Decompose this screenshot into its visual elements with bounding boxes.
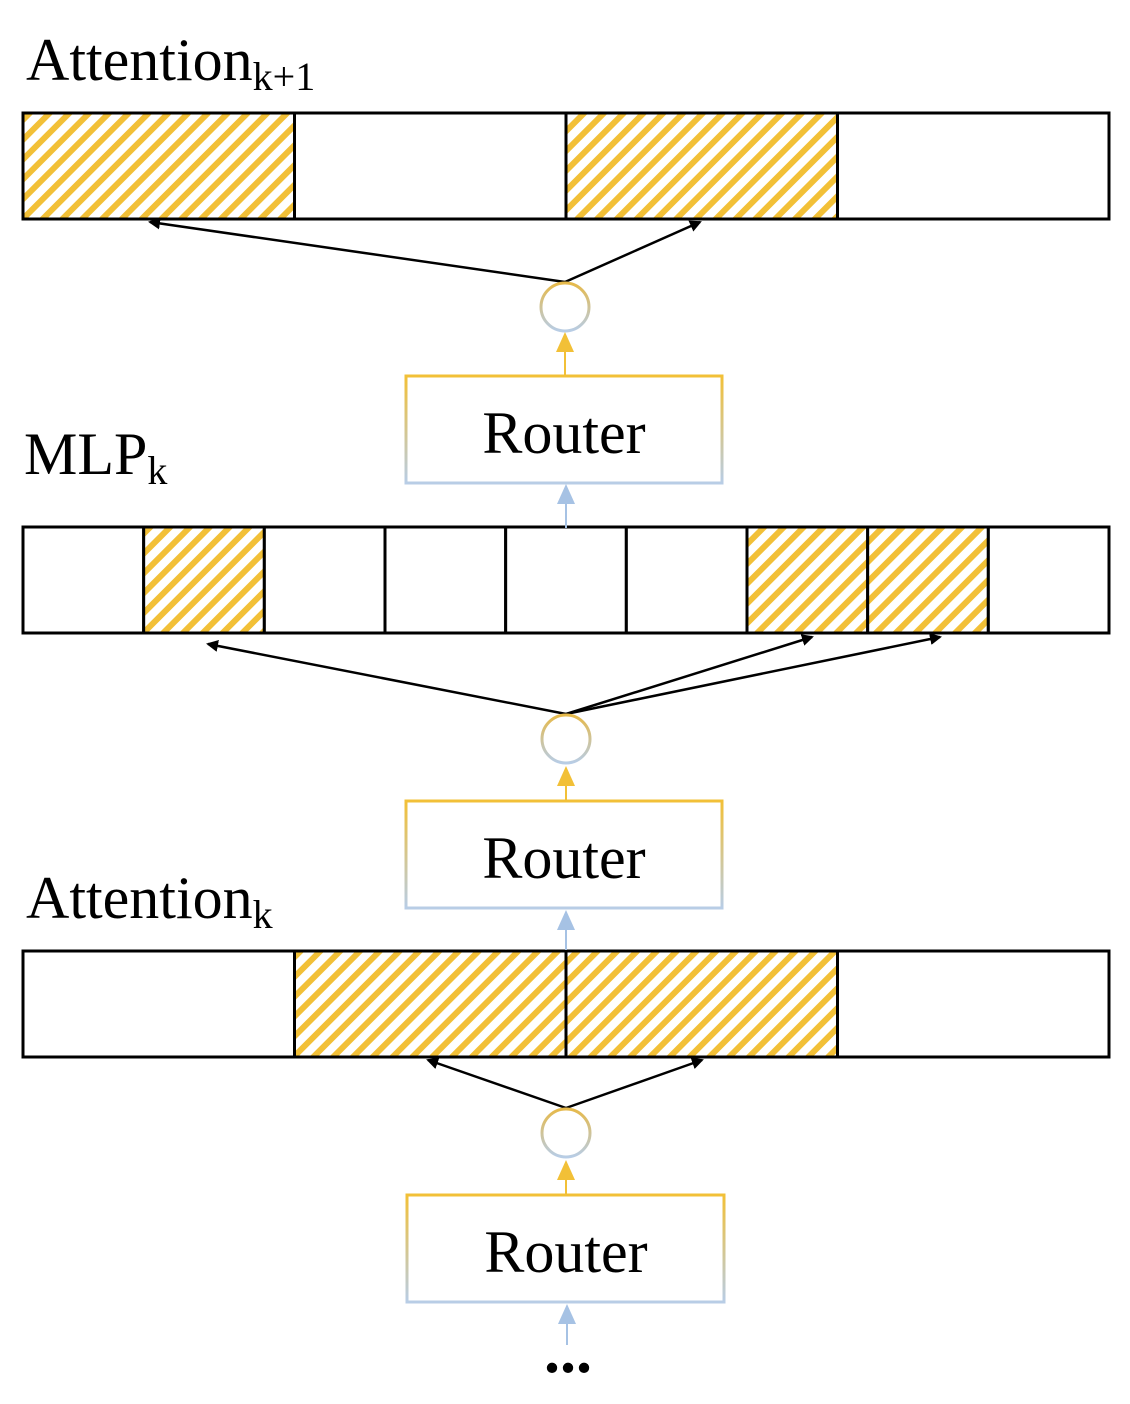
expert-cell-selected: [564, 111, 839, 221]
route-arrow: [148, 217, 566, 284]
expert-cell: [21, 949, 296, 1059]
router-input-arrow: [558, 1304, 576, 1345]
route-arrow: [565, 1057, 704, 1110]
route-arrow: [565, 633, 942, 716]
route-arrow: [426, 1057, 567, 1110]
route-arrow: [565, 634, 814, 716]
router-box: Router: [404, 799, 724, 910]
continuation-ellipsis: ...: [544, 1315, 592, 1386]
combine-node: [540, 1107, 592, 1159]
expert-cell: [293, 111, 568, 221]
router-output-arrow: [556, 332, 574, 376]
router-box: Router: [405, 1193, 726, 1304]
layer-label-attention-k: Attentionk: [26, 865, 273, 937]
router-input-arrow: [557, 484, 575, 528]
router-label: Router: [482, 400, 645, 466]
expert-cell-selected: [745, 525, 870, 635]
router-output-arrow: [557, 1160, 575, 1195]
layer-label-mlp-k: MLPk: [24, 421, 167, 493]
expert-row-attention-k1: [21, 111, 1111, 221]
combine-node: [539, 281, 591, 333]
router-box: Router: [404, 374, 724, 485]
expert-cell: [836, 949, 1111, 1059]
expert-cell-selected: [21, 111, 296, 221]
routing-arrows-attention-k1: [148, 217, 702, 284]
routing-arrows-attention-k: [426, 1057, 704, 1110]
expert-cell-selected: [293, 949, 568, 1059]
expert-cell-selected: [564, 949, 839, 1059]
router-output-arrow: [557, 766, 575, 801]
router-label: Router: [482, 825, 645, 891]
router-input-arrow: [557, 910, 575, 950]
expert-cell-selected: [866, 525, 990, 635]
route-arrow: [564, 220, 702, 284]
expert-cell: [836, 111, 1111, 221]
expert-cell: [21, 525, 146, 635]
routing-arrows-mlp-k: [206, 633, 942, 716]
combine-node: [540, 713, 592, 765]
router-label: Router: [484, 1219, 647, 1285]
expert-cell: [383, 525, 508, 635]
expert-cell: [624, 525, 749, 635]
expert-cell: [986, 525, 1111, 635]
layer-label-attention-k1: Attentionk+1: [26, 27, 315, 99]
expert-row-mlp-k: [21, 525, 1111, 635]
expert-cell: [504, 525, 628, 635]
route-arrow: [206, 640, 567, 716]
expert-row-attention-k: [21, 949, 1111, 1059]
expert-cell: [262, 525, 387, 635]
expert-cell-selected: [142, 525, 266, 635]
